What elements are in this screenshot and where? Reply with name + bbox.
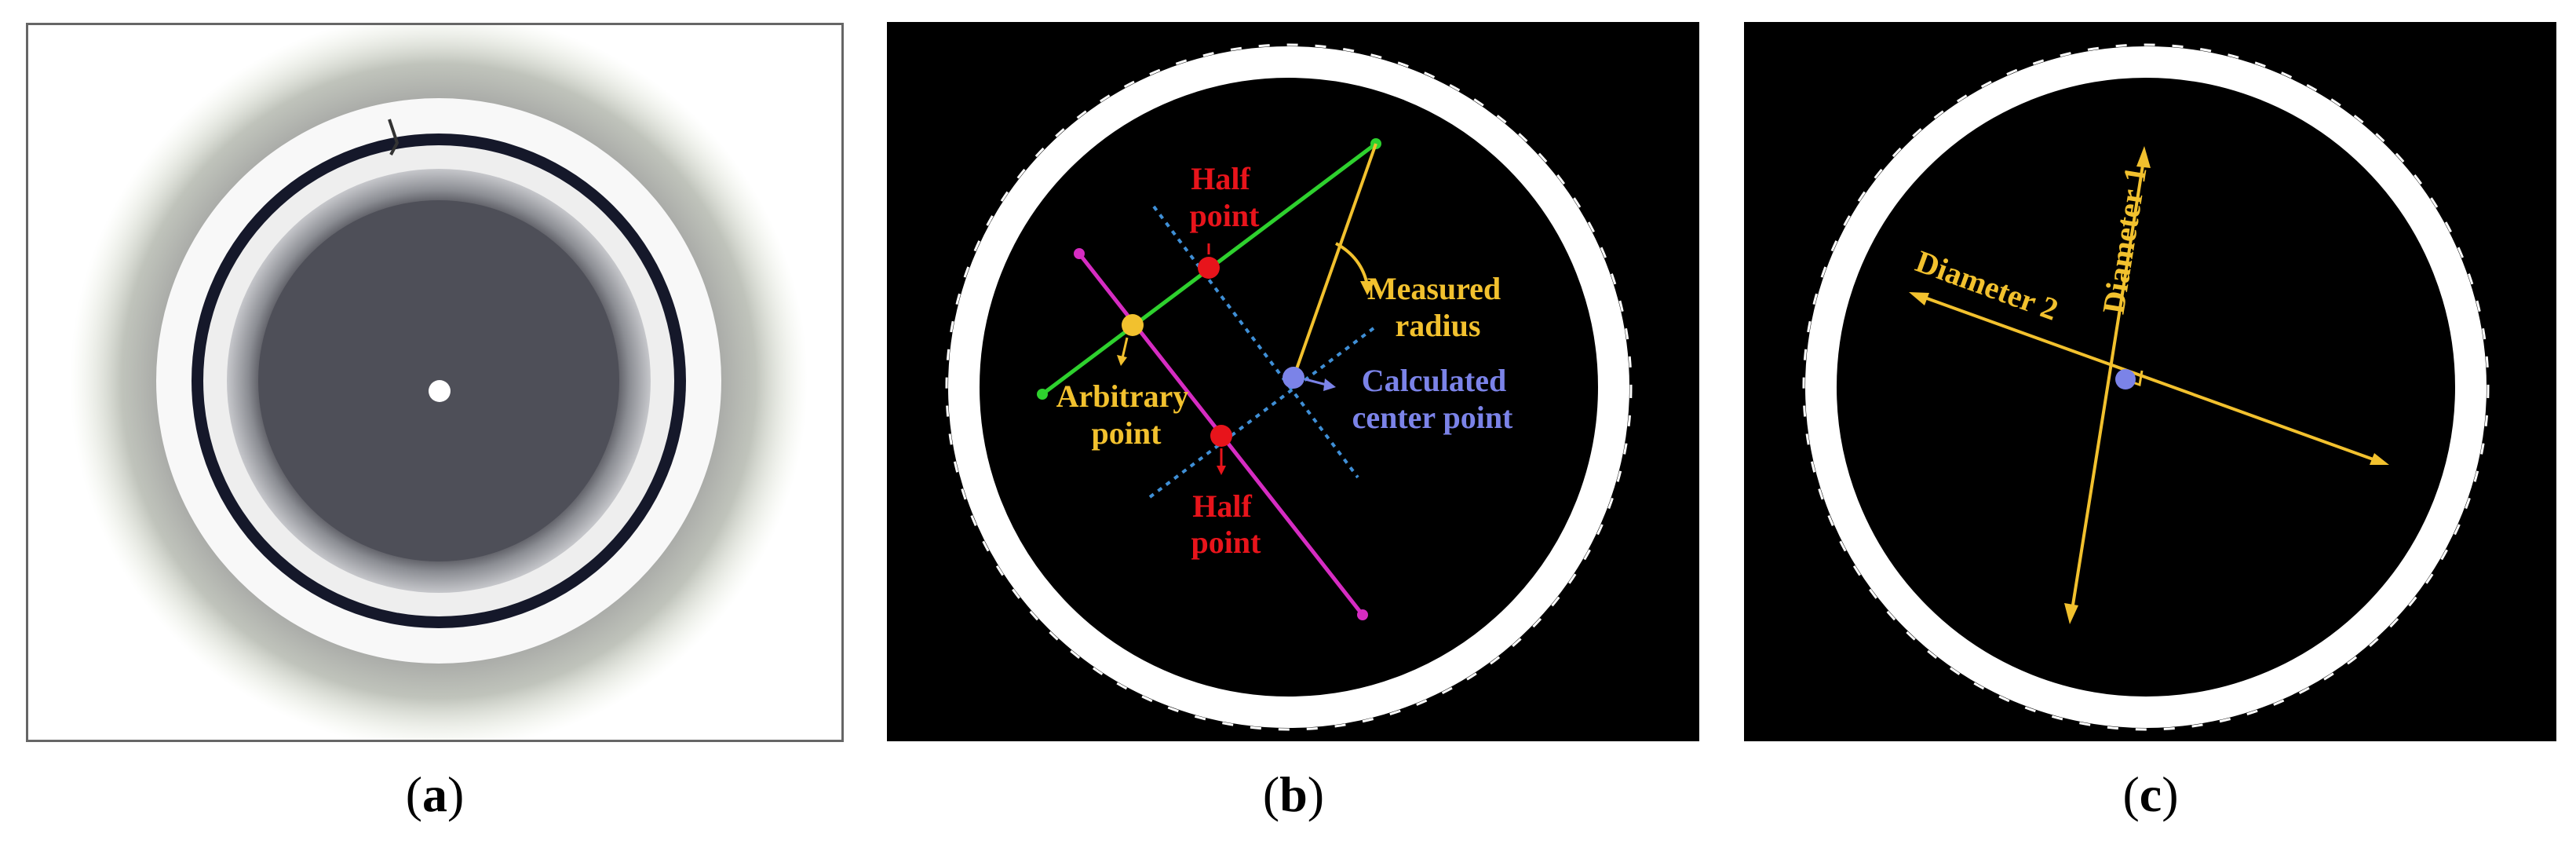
caption-c: (c) bbox=[2033, 766, 2268, 824]
caption-letter: b bbox=[1279, 766, 1308, 822]
construction-diagram: Half point Half point Arbitrary point Me… bbox=[887, 22, 1699, 741]
caption-open: ( bbox=[1262, 766, 1280, 822]
panel-b-construction: Half point Half point Arbitrary point Me… bbox=[887, 22, 1699, 741]
measured-radius-label: Measured radius bbox=[1367, 271, 1509, 343]
center-dot bbox=[429, 380, 451, 402]
arrow-head bbox=[1217, 466, 1226, 475]
half-point-bottom bbox=[1210, 425, 1232, 447]
ring-rough-outer bbox=[945, 43, 1633, 731]
caption-letter: a bbox=[422, 766, 447, 822]
arrow-head bbox=[1117, 355, 1127, 366]
caption-close: ) bbox=[2162, 766, 2179, 822]
panel-c-diameters: Diameter 1 Diameter 2 bbox=[1744, 22, 2556, 741]
calculated-center-label: Calculated center point bbox=[1352, 363, 1515, 435]
chord-endpoint bbox=[1357, 609, 1368, 620]
arrow-head bbox=[1323, 378, 1336, 391]
diameter-2-arrowhead-left bbox=[1909, 292, 1929, 305]
caption-letter: c bbox=[2139, 766, 2162, 822]
chord-endpoint bbox=[1037, 389, 1048, 400]
caption-b: (b) bbox=[1176, 766, 1411, 824]
diameter-1-arrowhead-bottom bbox=[2064, 603, 2078, 624]
ring-rough-outer bbox=[1802, 43, 2490, 731]
radius-pointer-head bbox=[1360, 281, 1375, 295]
half-point-bottom-label: Half point bbox=[1191, 488, 1262, 560]
measured-radius-line bbox=[1292, 143, 1377, 378]
half-point-top-label: Half point bbox=[1190, 161, 1261, 233]
ring-photo bbox=[28, 25, 841, 740]
arbitrary-point bbox=[1122, 314, 1144, 336]
crack-mark bbox=[388, 119, 400, 155]
half-point-top bbox=[1198, 257, 1220, 279]
diameter-1-line bbox=[2070, 155, 2146, 616]
panel-a-photo bbox=[26, 23, 844, 742]
calculated-center-point bbox=[1283, 367, 1304, 389]
chord-endpoint bbox=[1074, 248, 1085, 259]
center-point bbox=[2115, 369, 2136, 389]
caption-a: (a) bbox=[317, 766, 553, 824]
arrow-shaft bbox=[1304, 378, 1327, 386]
ring bbox=[948, 46, 1629, 728]
arrow-shaft bbox=[1121, 337, 1129, 359]
caption-close: ) bbox=[1307, 766, 1325, 822]
caption-open: ( bbox=[2122, 766, 2140, 822]
caption-open: ( bbox=[405, 766, 422, 822]
ring bbox=[1805, 46, 2487, 728]
diameter-2-line bbox=[1917, 294, 2381, 463]
radius-pointer bbox=[1335, 242, 1369, 286]
diameter-1-arrowhead-top bbox=[2136, 146, 2151, 168]
diameter-2-arrowhead-right bbox=[2370, 453, 2389, 465]
caption-close: ) bbox=[447, 766, 465, 822]
diameter-diagram: Diameter 1 Diameter 2 bbox=[1744, 22, 2556, 741]
arbitrary-point-label: Arbitrary point bbox=[1056, 378, 1197, 451]
